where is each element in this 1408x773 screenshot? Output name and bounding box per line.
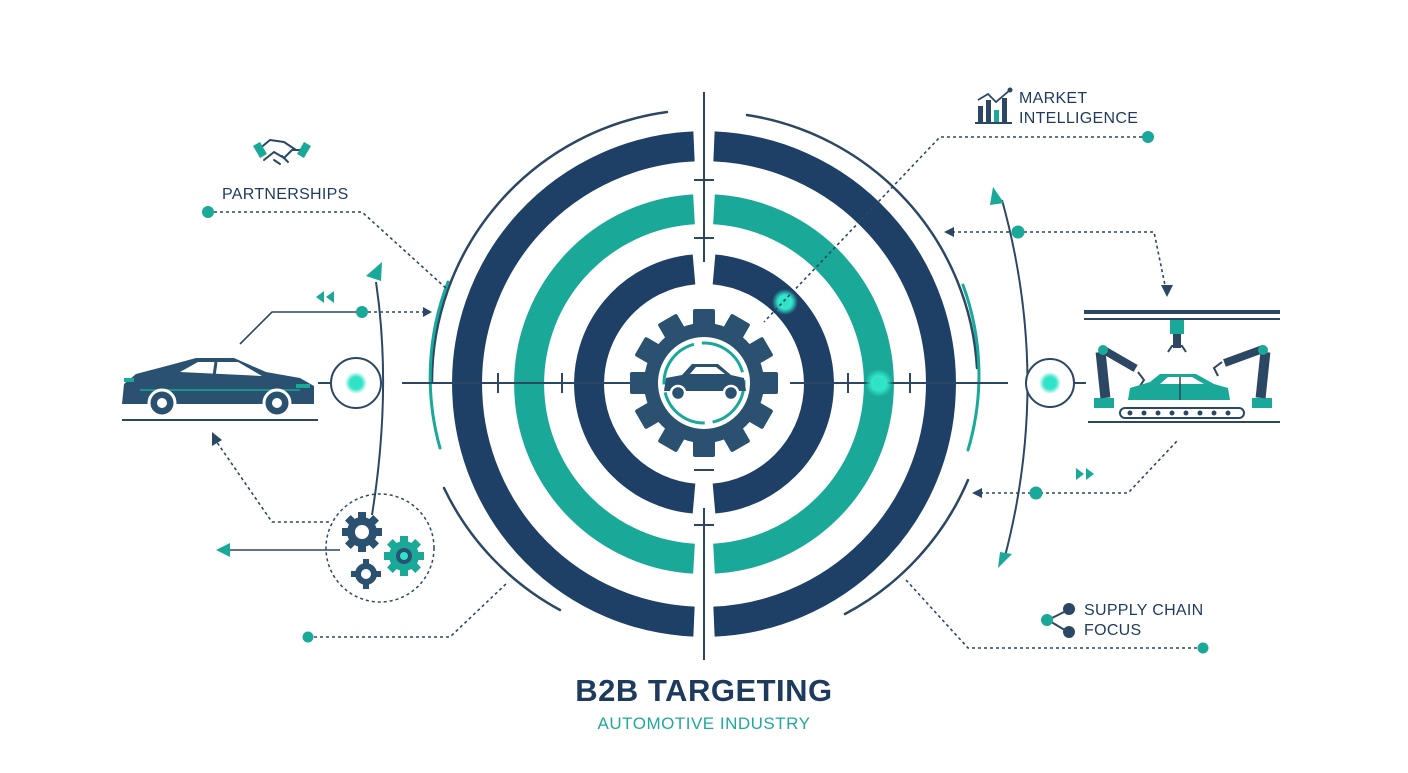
diagram-title: B2B TARGETING <box>575 673 833 708</box>
supply-chain-dot <box>1197 642 1209 654</box>
right-target-node <box>1025 358 1086 408</box>
diagram-subtitle: AUTOMOTIVE INDUSTRY <box>597 714 811 733</box>
ring-outer-navy <box>452 131 956 637</box>
crosshair <box>402 92 1008 660</box>
left-connectors <box>208 211 509 638</box>
supply-chain-line1: SUPPLY CHAIN <box>1084 602 1204 619</box>
handshake-icon <box>253 139 311 165</box>
market-intelligence-label: MARKET INTELLIGENCE <box>1019 89 1138 129</box>
gear-car-icon <box>630 309 778 457</box>
supply-chain-line2: FOCUS <box>1084 622 1142 639</box>
left-arrowheads-navy <box>212 307 432 446</box>
teal-thin-arcs <box>428 280 981 452</box>
right-upper-node-dot <box>1011 225 1025 239</box>
partnerships-label: PARTNERSHIPS <box>222 186 349 203</box>
right-lower-node-dot <box>1029 486 1043 500</box>
left-target-node <box>318 357 382 409</box>
market-intelligence-line1: MARKET <box>1019 90 1088 107</box>
left-arrowheads <box>216 262 382 557</box>
robot-assembly-line-icon <box>1084 310 1280 423</box>
outer-thin-arcs <box>430 110 979 616</box>
supply-chain-label: SUPPLY CHAIN FOCUS <box>1084 601 1204 641</box>
partnerships-dot <box>202 206 214 218</box>
market-intelligence-line2: INTELLIGENCE <box>1019 110 1139 127</box>
car-icon <box>122 358 318 421</box>
ring-teal <box>514 194 894 574</box>
right-arrowheads-teal <box>990 187 1012 568</box>
market-intelligence-dot <box>1142 131 1154 143</box>
gears-icon <box>325 493 435 603</box>
target-glow-points <box>772 289 893 397</box>
right-arrowheads-navy <box>944 227 1173 498</box>
bar-chart-icon <box>975 87 1013 124</box>
fast-forward-icon <box>1076 468 1094 480</box>
rewind-icon <box>316 291 334 303</box>
left-node-dot <box>356 306 368 318</box>
left-bottom-dot <box>302 631 314 643</box>
share-network-icon <box>1041 603 1075 638</box>
